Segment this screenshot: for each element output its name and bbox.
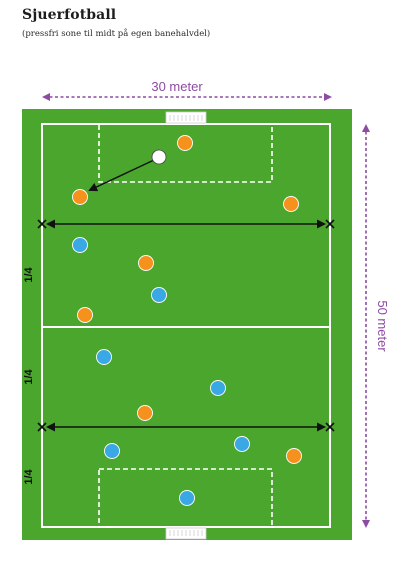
pass-arrow (88, 159, 155, 192)
diagram-title: Sjuerfotball (22, 7, 117, 23)
blue-team (72, 237, 250, 506)
field-grass (22, 109, 352, 540)
bottom-quarter-x-right (325, 422, 335, 432)
blue-player (234, 436, 250, 452)
orange-player (137, 405, 153, 421)
blue-player (96, 349, 112, 365)
diagram-subtitle: (pressfri sone til midt på egen banehalv… (22, 29, 211, 39)
top-penalty-area (98, 123, 273, 183)
blue-player (72, 237, 88, 253)
orange-player (283, 196, 299, 212)
orange-player (72, 189, 88, 205)
orange-team (72, 135, 302, 464)
zone-label-lower: 1/4 (23, 468, 35, 484)
orange-player (286, 448, 302, 464)
width-dimension-label: 30 meter (151, 79, 203, 94)
zone-label-upper: 1/4 (23, 266, 35, 282)
bottom-quarter-x-left (37, 422, 47, 432)
blue-player (104, 443, 120, 459)
zone-label-middle: 1/4 (23, 368, 35, 384)
top-quarter-x-left (37, 219, 47, 229)
orange-player (138, 255, 154, 271)
orange-player (77, 307, 93, 323)
orange-player (177, 135, 193, 151)
blue-player (179, 490, 195, 506)
length-dimension-label: 50 meter (375, 300, 390, 352)
bottom-penalty-area (98, 468, 273, 528)
bottom-goal (165, 527, 207, 540)
ball (151, 149, 167, 165)
top-quarter-x-right (325, 219, 335, 229)
top-goal (165, 111, 207, 124)
blue-player (210, 380, 226, 396)
blue-player (151, 287, 167, 303)
